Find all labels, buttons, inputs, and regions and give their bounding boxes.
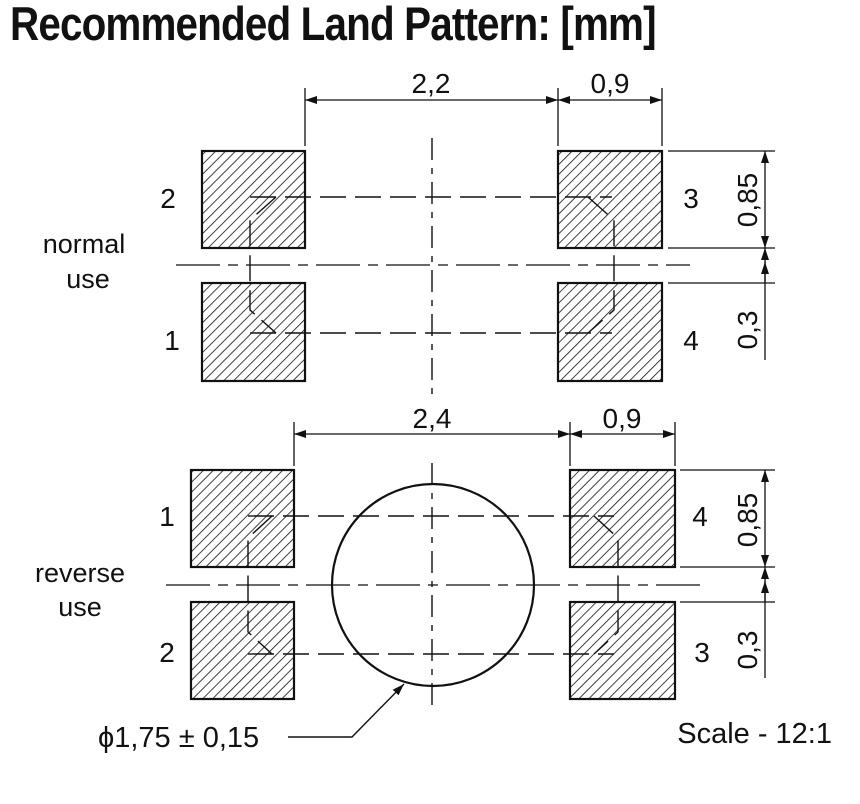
pin-number: 3 [694,637,710,668]
pad-top-left [189,468,296,569]
dimension-gap-label: 0,3 [732,311,763,350]
dimension-height-label: 0,85 [732,173,763,228]
pin-number: 1 [164,325,180,356]
hole-leader-line [288,683,405,738]
pin-number: 3 [683,183,699,214]
page-title: Recommended Land Pattern: [mm] [10,0,657,50]
reverse-use-group: 2,4 0,9 0,85 0,3 1 2 4 3 reverse use [35,403,775,754]
pin-number: 1 [159,501,175,532]
pad-top-right [568,468,677,569]
dimension-pad-label: 0,9 [603,403,642,434]
dimension-width-label: 2,2 [412,68,451,99]
reverse-use-label: use [58,592,102,622]
pad-top-left [200,149,307,250]
normal-use-label: normal [43,229,126,259]
hidden-line [587,196,615,334]
dimension-width-label: 2,4 [413,403,452,434]
normal-use-label: use [66,264,110,294]
pad-bottom-right [556,281,664,383]
hole-diameter-callout: ϕ1,75 ± 0,15 [98,722,259,754]
scale-label: Scale - 12:1 [677,718,832,750]
pad-bottom-left [189,600,296,701]
pin-number: 2 [160,183,176,214]
pad-top-right [556,149,664,250]
center-hole-circle [330,482,536,688]
pin-number: 2 [159,637,175,668]
hidden-line [247,515,273,655]
dimension-gap-label: 0,3 [732,631,763,670]
pin-number: 4 [683,325,699,356]
pad-bottom-right [568,600,677,701]
dimension-height-label: 0,85 [732,493,763,548]
normal-use-group: 2,2 0,9 0,85 0,3 2 1 3 4 normal use [43,68,775,394]
dimension-pad-label: 0,9 [591,68,630,99]
hidden-line [593,515,619,655]
reverse-use-label: reverse [35,558,125,588]
hidden-line [249,196,277,334]
pad-bottom-left [200,281,307,383]
pin-number: 4 [692,501,708,532]
